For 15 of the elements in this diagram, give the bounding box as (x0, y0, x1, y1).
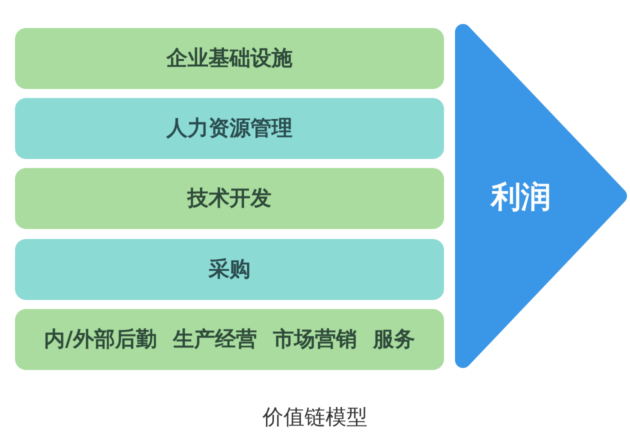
band-label: 人力资源管理 (166, 116, 292, 141)
band-label: 技术开发 (188, 186, 272, 211)
activity-label: 生产经营 (172, 327, 257, 352)
arrow-label: 利润 (491, 180, 551, 216)
activity-band (15, 309, 444, 370)
activity-label: 服务 (372, 327, 415, 352)
caption: 价值链模型 (262, 405, 368, 430)
band-label: 企业基础设施 (166, 46, 292, 71)
activity-band (15, 168, 444, 229)
band-label: 采购 (208, 257, 250, 282)
activity-band (15, 98, 444, 159)
activity-band (15, 28, 444, 89)
activity-label: 市场营销 (272, 327, 357, 352)
activity-band (15, 239, 444, 300)
activity-label: 内/外部后勤 (44, 327, 157, 352)
